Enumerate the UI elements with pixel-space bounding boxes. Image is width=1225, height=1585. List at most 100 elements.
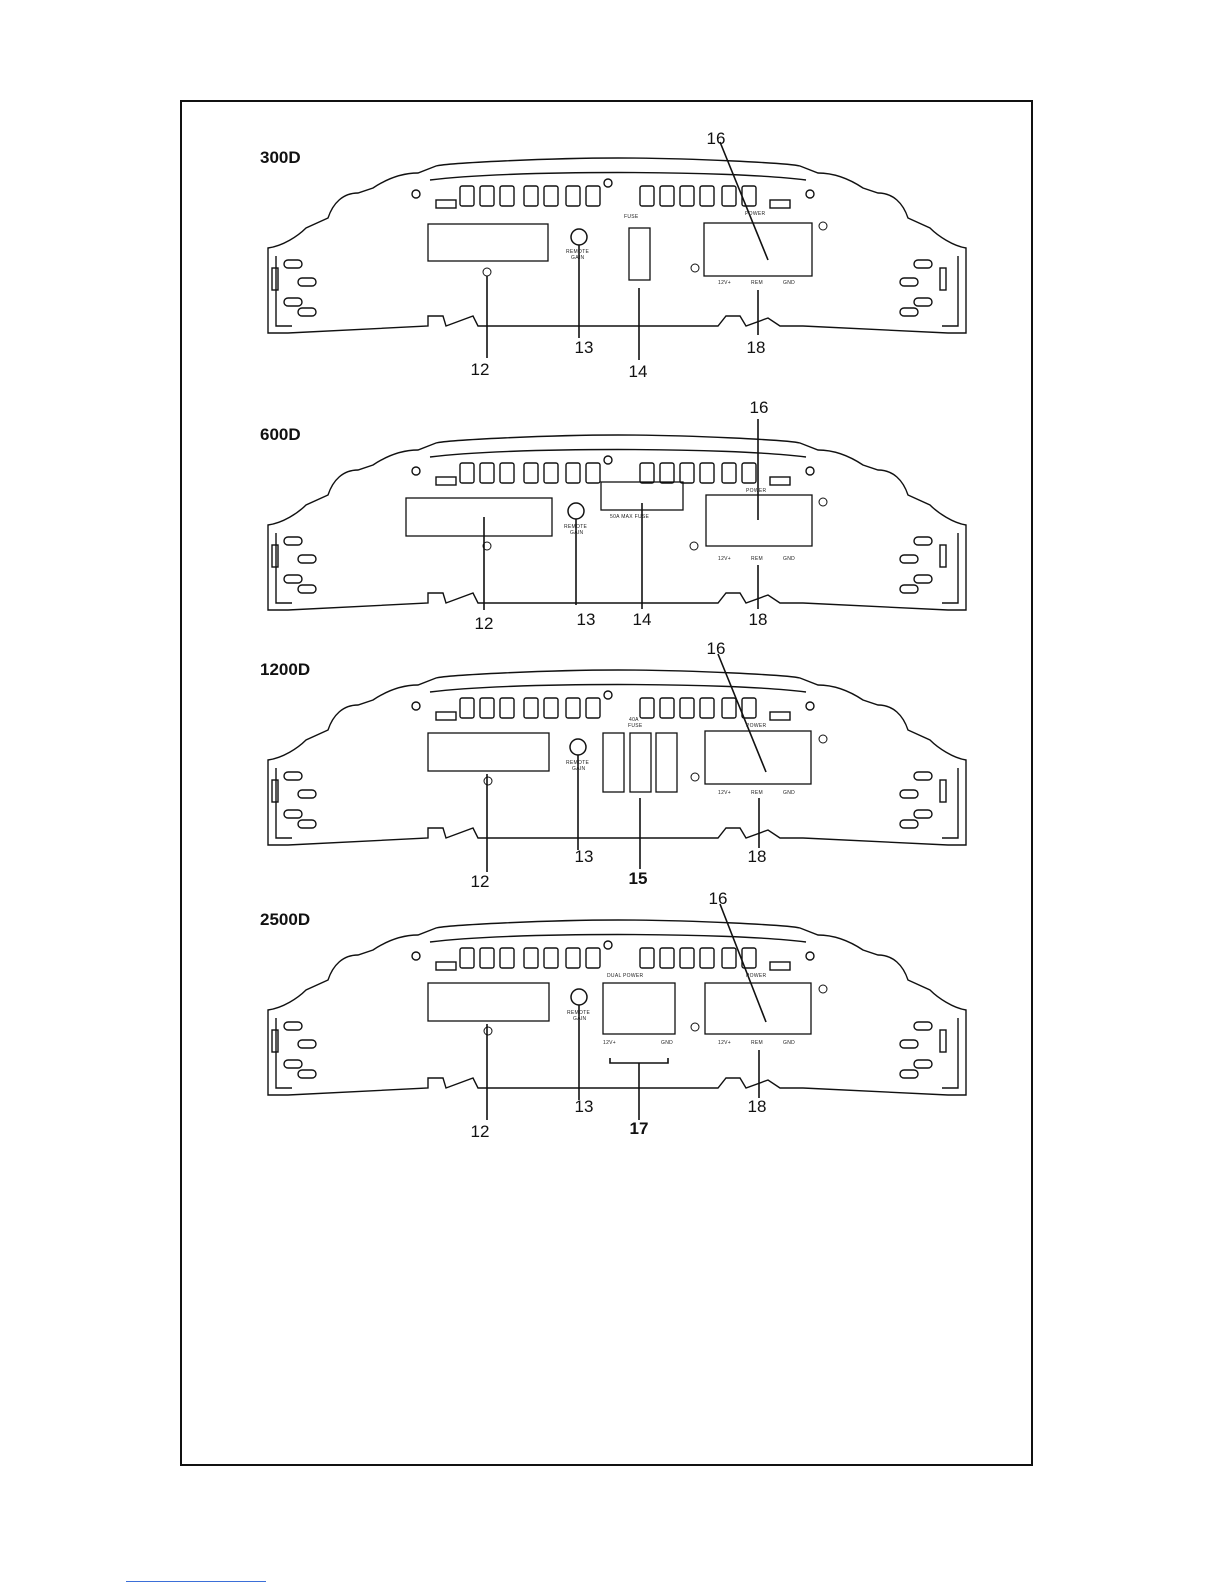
- gnd-label: GND: [783, 556, 795, 562]
- power-label: POWER: [746, 723, 766, 729]
- vent-slot: [722, 186, 736, 206]
- side-mount-slot: [298, 278, 316, 286]
- chassis-outline: [268, 158, 966, 333]
- vent-slot: [640, 186, 654, 206]
- side-mount-slot: [914, 575, 932, 583]
- vent-slot: [460, 948, 474, 968]
- vent-slot: [700, 698, 714, 718]
- callout-18: 18: [737, 1097, 777, 1117]
- vent-slot: [544, 463, 558, 483]
- amp-chassis-drawing: [248, 910, 978, 1165]
- fuse-holder: [630, 733, 651, 792]
- side-mount-slot: [914, 298, 932, 306]
- chassis-tab: [770, 712, 790, 720]
- side-mount-slot: [298, 790, 316, 798]
- side-bracket: [272, 780, 278, 802]
- amp-600d-diagram: 600D 50A MAX FUSE POWER REMOTE GAIN 12V+…: [248, 425, 978, 680]
- side-mount-slot: [284, 1060, 302, 1068]
- mount-hole: [604, 179, 612, 187]
- side-mount-slot: [284, 575, 302, 583]
- vent-slot: [586, 948, 600, 968]
- vent-slot: [524, 948, 538, 968]
- speaker-terminal-block: [428, 733, 549, 771]
- fuse-holder: [603, 733, 624, 792]
- side-mount-slot: [914, 537, 932, 545]
- mount-hole: [412, 190, 420, 198]
- vent-slot: [742, 463, 756, 483]
- vent-slot: [742, 698, 756, 718]
- power-terminal-block: [704, 223, 812, 276]
- mount-hole: [806, 702, 814, 710]
- side-mount-slot: [900, 820, 918, 828]
- callout-13: 13: [564, 1097, 604, 1117]
- callout-12: 12: [464, 614, 504, 634]
- chassis-inner-edge: [276, 450, 958, 604]
- gnd-label: GND: [783, 280, 795, 286]
- chassis-inner-edge: [276, 173, 958, 327]
- side-mount-slot: [298, 1040, 316, 1048]
- vent-slot: [680, 186, 694, 206]
- gain-label: GAIN: [573, 1016, 586, 1022]
- vent-slot: [700, 463, 714, 483]
- vent-slot: [500, 948, 514, 968]
- mount-hole: [412, 702, 420, 710]
- chassis-outline: [268, 670, 966, 845]
- footer-link-underline: [126, 1581, 266, 1582]
- vent-slot: [480, 948, 494, 968]
- vent-slot: [722, 463, 736, 483]
- vent-slot: [722, 698, 736, 718]
- power-terminal-block: [706, 495, 812, 546]
- side-mount-slot: [900, 278, 918, 286]
- leader-16: [720, 904, 766, 1022]
- gnd-label: GND: [783, 790, 795, 796]
- vent-slot: [500, 698, 514, 718]
- rem-label: REM: [751, 790, 763, 796]
- side-mount-slot: [900, 1070, 918, 1078]
- side-mount-slot: [298, 555, 316, 563]
- callout-16: 16: [696, 639, 736, 659]
- mount-hole: [412, 467, 420, 475]
- side-mount-slot: [284, 1022, 302, 1030]
- power-terminal-block: [705, 731, 811, 784]
- amp-chassis-drawing: [248, 148, 978, 403]
- vent-slot: [660, 698, 674, 718]
- power-label: POWER: [745, 211, 765, 217]
- chassis-tab: [770, 200, 790, 208]
- speaker-terminal-block: [428, 224, 548, 261]
- callout-13: 13: [566, 610, 606, 630]
- vent-slot: [524, 463, 538, 483]
- gain-label: GAIN: [572, 766, 585, 772]
- side-mount-slot: [298, 820, 316, 828]
- side-mount-slot: [900, 308, 918, 316]
- side-mount-slot: [900, 790, 918, 798]
- rem-label: REM: [751, 280, 763, 286]
- speaker-terminal-block: [428, 983, 549, 1021]
- vent-slot: [640, 463, 654, 483]
- power-label: POWER: [746, 488, 766, 494]
- mount-hole: [806, 467, 814, 475]
- callout-18: 18: [737, 847, 777, 867]
- callout-16: 16: [696, 129, 736, 149]
- vent-slot: [566, 463, 580, 483]
- vent-slot: [460, 463, 474, 483]
- callout-12: 12: [460, 1122, 500, 1142]
- callout-15: 15: [618, 869, 658, 889]
- side-bracket: [272, 1030, 278, 1052]
- chassis-tab: [770, 477, 790, 485]
- vent-slot: [480, 463, 494, 483]
- side-mount-slot: [900, 1040, 918, 1048]
- callout-14: 14: [618, 362, 658, 382]
- side-bracket: [272, 545, 278, 567]
- mount-hole: [806, 190, 814, 198]
- vent-slot: [566, 948, 580, 968]
- gnd-label: GND: [783, 1040, 795, 1046]
- amp-300d-diagram: 300D FUSE POWER REMOTE GAIN 12V+ REM GND…: [248, 148, 978, 403]
- vent-slot: [700, 186, 714, 206]
- side-mount-slot: [298, 1070, 316, 1078]
- vent-slot: [544, 698, 558, 718]
- side-mount-slot: [914, 1022, 932, 1030]
- 12v-label: 12V+: [718, 556, 731, 562]
- vent-slot: [524, 698, 538, 718]
- remote-gain-jack: [570, 739, 586, 755]
- vent-slot: [544, 948, 558, 968]
